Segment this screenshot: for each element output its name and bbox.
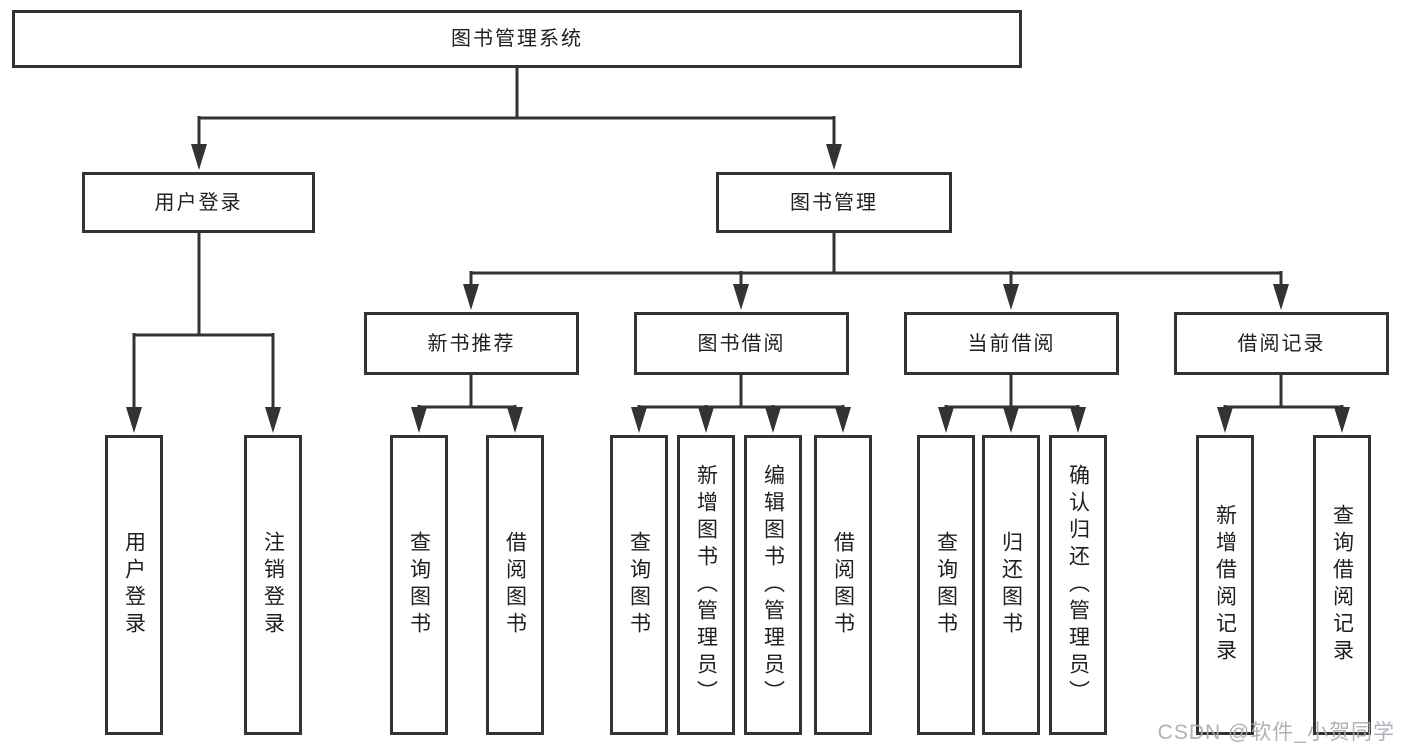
- node-user-login: 用户登录: [82, 172, 315, 233]
- node-root: 图书管理系统: [12, 10, 1022, 68]
- leaf-query-books-borrow: 查询图书: [610, 435, 668, 735]
- leaf-borrow-books-recommend: 借阅图书: [486, 435, 544, 735]
- watermark: CSDN @软件_小贺同学: [1157, 721, 1395, 744]
- leaf-borrow-books: 借阅图书: [814, 435, 872, 735]
- node-new-book-recommend: 新书推荐: [364, 312, 579, 375]
- leaf-add-borrow-record: 新增借阅记录: [1196, 435, 1254, 735]
- leaf-edit-books-admin: 编辑图书（管理员）: [744, 435, 802, 735]
- leaf-query-borrow-record: 查询借阅记录: [1313, 435, 1371, 735]
- leaf-logout: 注销登录: [244, 435, 302, 735]
- leaf-confirm-return-admin: 确认归还（管理员）: [1049, 435, 1107, 735]
- node-current-borrow: 当前借阅: [904, 312, 1119, 375]
- leaf-query-books-current: 查询图书: [917, 435, 975, 735]
- node-book-borrow: 图书借阅: [634, 312, 849, 375]
- leaf-add-books-admin: 新增图书（管理员）: [677, 435, 735, 735]
- node-borrow-records: 借阅记录: [1174, 312, 1389, 375]
- leaf-user-login: 用户登录: [105, 435, 163, 735]
- node-book-management: 图书管理: [716, 172, 952, 233]
- leaf-query-books-recommend: 查询图书: [390, 435, 448, 735]
- leaf-return-books: 归还图书: [982, 435, 1040, 735]
